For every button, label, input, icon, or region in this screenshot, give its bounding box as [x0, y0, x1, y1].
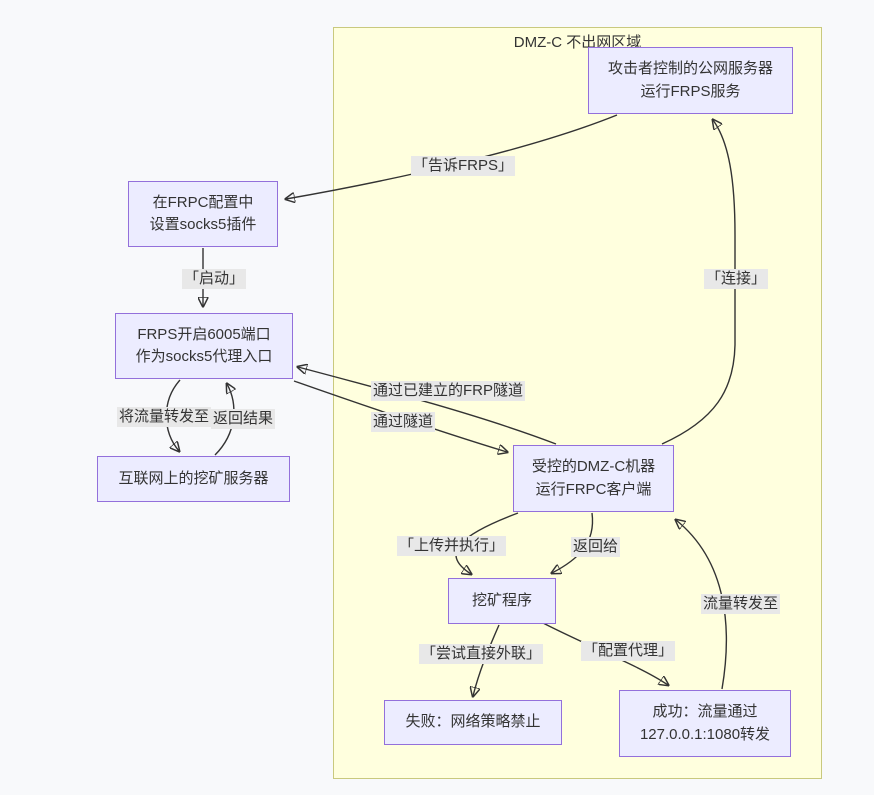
node-frps-port: FRPS开启6005端口 作为socks5代理入口	[115, 313, 293, 379]
edge-label-traffic-forward: 流量转发至	[701, 594, 781, 614]
edge-label-return-result: 返回结果	[211, 409, 276, 429]
node-success: 成功：流量通过 127.0.0.1:1080转发	[619, 690, 791, 757]
edge-label-start: 「启动」	[182, 269, 247, 289]
edge-label-via-frp-tunnel: 通过已建立的FRP隧道	[371, 381, 526, 401]
edge-label-config-proxy: 「配置代理」	[581, 641, 676, 661]
node-attacker-server: 攻击者控制的公网服务器 运行FRPS服务	[588, 47, 793, 114]
edge-label-connect: 「连接」	[704, 269, 769, 289]
edge-label-forward-traffic: 将流量转发至	[117, 407, 212, 427]
dmz-region: DMZ-C 不出网区域	[333, 27, 822, 779]
edge-label-return-to: 返回给	[571, 537, 621, 557]
node-dmz-machine: 受控的DMZ-C机器 运行FRPC客户端	[513, 445, 674, 512]
edge-label-try-direct: 「尝试直接外联」	[419, 644, 544, 664]
node-mining-server: 互联网上的挖矿服务器	[97, 456, 290, 502]
node-fail: 失败：网络策略禁止	[384, 700, 562, 745]
edge-label-via-tunnel: 通过隧道	[371, 412, 436, 432]
edge-connect-arrow	[661, 120, 736, 445]
edge-label-tell-frps: 「告诉FRPS」	[411, 156, 516, 176]
edge-via-frp-tunnel-arrow	[298, 367, 557, 445]
node-mining-program: 挖矿程序	[448, 578, 556, 624]
edge-label-upload-exec: 「上传并执行」	[397, 536, 507, 556]
node-frpc-config: 在FRPC配置中 设置socks5插件	[128, 181, 278, 247]
region-title: DMZ-C 不出网区域	[513, 34, 642, 51]
